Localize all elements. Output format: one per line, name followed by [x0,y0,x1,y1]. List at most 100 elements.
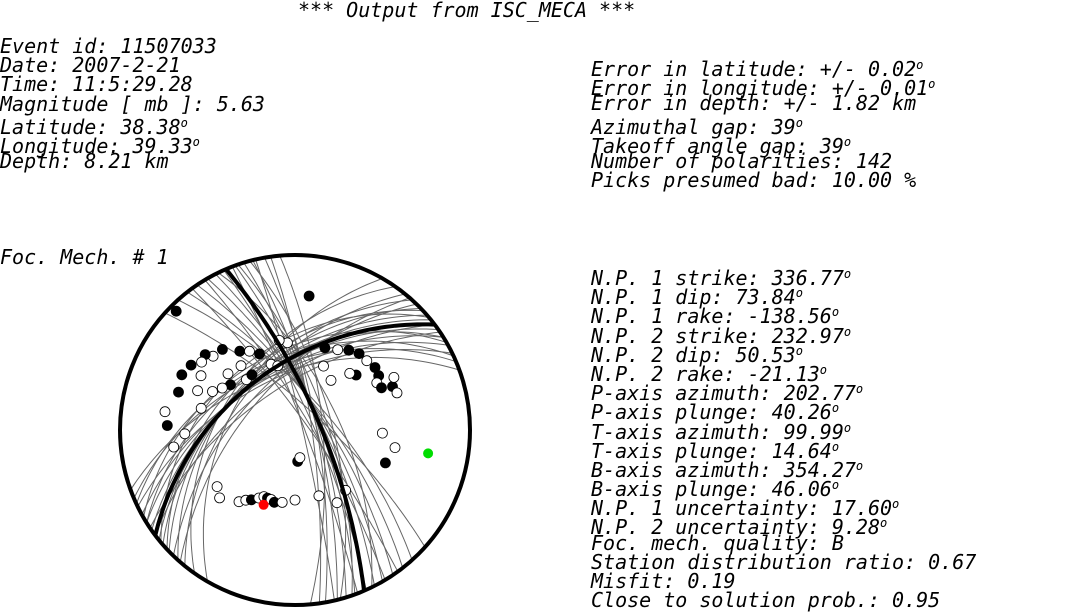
dilatation-dot [376,427,388,439]
param-value: 99.99 [783,419,844,444]
dilatation-dot [179,428,191,440]
compression-dot [176,369,188,381]
param-value: 202.77 [783,381,856,406]
dilatation-dot [344,368,356,379]
event-value: 11507033 [120,34,217,58]
event-label: Magnitude [ mb ]: [0,91,217,116]
dilatation-dot [195,370,207,382]
compression-dot [161,420,173,431]
degree-symbol: o [831,401,840,416]
event-row: Magnitude [ mb ]: 5.63 [0,91,265,116]
event-label: Time: [0,72,73,97]
nodal-plane-1 [224,267,366,592]
error-value: +/- 0.01 [831,76,929,101]
param-label: Station distribution ratio: [591,549,929,574]
principal-axes [258,448,434,510]
param-label: Misfit: [591,569,688,593]
param-row: Misfit: 0.19 [591,569,976,593]
degree-symbol: o [819,362,828,377]
param-label: Foc. mech. quality: [591,530,832,555]
alternative-plane [223,269,367,591]
error-row: Error in latitude: +/- 0.02o [591,56,935,79]
param-value: 9.28 [831,515,880,540]
param-row: N.P. 2 strike: 232.97o [591,323,976,346]
error-label: Number of polarities: [591,148,856,173]
dilatation-dot [313,490,325,502]
param-row: N.P. 2 uncertainty: 9.28o [591,514,976,537]
dilatation-dot [289,494,301,506]
param-row: N.P. 2 rake: -21.13o [591,361,976,384]
degree-symbol: o [843,324,852,339]
dilatation-dot [389,442,401,454]
degree-symbol: o [855,458,864,473]
dilatation-dot [222,368,234,380]
alternative-plane [255,259,335,601]
event-value: 8.21 km [84,149,169,174]
error-label: Takeoff angle gap: [591,133,820,158]
param-label: T-axis plunge: [591,438,772,463]
event-label: Depth: [0,149,85,174]
dilatation-dot [207,386,218,397]
param-value: 0.95 [892,588,941,612]
beachball-diagram [118,253,472,607]
alternative-plane [141,341,449,516]
degree-symbol: o [831,305,840,320]
alternative-plane [191,288,399,572]
event-value: 38.38 [120,114,181,139]
param-value: 46.06 [771,477,832,502]
error-label: Error in depth: [591,91,784,116]
alternative-plane [202,277,383,582]
error-label: Picks presumed bad: [591,168,832,193]
alternative-plane [249,260,347,600]
alternative-plane [218,272,373,588]
degree-symbol: o [916,58,924,72]
dilatation-dot [214,492,225,504]
error-label: Azimuthal gap: [591,114,772,139]
param-row: T-axis azimuth: 99.99o [591,419,976,442]
param-label: N.P. 1 rake: [591,304,748,329]
dilatation-dot [325,374,337,386]
compression-dot [376,382,387,394]
nodal-plane-2 [153,322,435,536]
param-row: Station distribution ratio: 0.67 [591,549,976,574]
param-label: P-axis plunge: [591,400,772,425]
param-row: N.P. 1 strike: 336.77o [591,265,976,288]
param-value: 40.26 [771,400,832,425]
alternative-plane [172,303,417,556]
degree-symbol: o [180,115,188,130]
param-row: T-axis plunge: 14.64o [591,438,976,461]
param-value: 50.53 [735,342,796,367]
param-value: 14.64 [771,438,832,463]
degree-symbol: o [795,286,803,301]
alternative-plane [162,314,428,545]
dilatation-dot [318,360,329,372]
event-value: 39.33 [132,133,193,158]
dilatation-dot [276,496,288,508]
degree-symbol: o [843,267,852,281]
compression-dot [303,290,315,302]
alternative-plane [179,297,410,563]
degree-symbol: o [880,516,888,531]
param-label: Close to solution prob.: [591,588,893,612]
alternative-plane [231,266,359,594]
event-row: Latitude: 38.38o [0,114,265,137]
event-row: Time: 11:5:29.28 [0,72,265,97]
dilatation-dot [331,497,343,509]
error-row: Takeoff angle gap: 39o [591,133,935,156]
error-row: Error in longitude: +/- 0.01o [591,75,935,98]
alternative-plane [196,284,394,576]
compression-dot [343,344,355,356]
param-value: 354.27 [783,457,856,482]
alternative-plane [146,335,444,523]
param-row: Foc. mech. quality: B [591,530,976,555]
dilatation-dot [159,406,171,418]
compression-dot [379,457,391,469]
event-label: Latitude: [0,114,121,139]
param-value: 73.84 [735,285,796,310]
error-value: +/- 0.02 [819,57,917,81]
event-row: Depth: 8.21 km [0,149,265,174]
alternative-plane [164,312,426,548]
degree-symbol: o [831,439,840,454]
